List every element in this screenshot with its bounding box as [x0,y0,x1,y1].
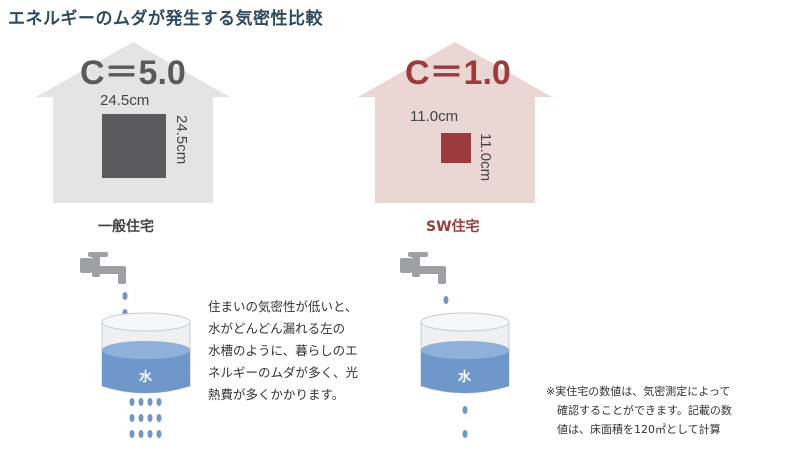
water-tank-sw [420,312,510,394]
c-value-general: C＝5.0 [80,54,186,92]
leak-square-sw [441,133,471,163]
leak-drips-sw [462,406,468,438]
description-line: 水がどんどん漏れる左の [208,321,346,336]
footnote: ※実住宅の数値は、気密測定によって 確認することができます。記載の数 値は、床面… [546,382,786,439]
faucet-icon-sw [400,252,446,284]
faucet-icon-general [80,252,126,284]
leak-drips-general [129,398,162,438]
house-sw [358,42,552,203]
width-dimension-general: 24.5cm [100,92,150,109]
footnote-line: 確認することができます。記載の数 [546,404,732,417]
description-line: 熱費が多くかかります。 [208,387,345,402]
water-label-sw: 水 [458,370,472,385]
footnote-line: 値は、床面積を120㎡として計算 [546,423,721,436]
house-label-general: 一般住宅 [98,219,154,235]
water-label-general: 水 [139,370,153,385]
c-value-sw: C＝1.0 [405,54,511,92]
footnote-line: ※実住宅の数値は、気密測定によって [546,385,731,398]
house-label-sw: SW住宅 [426,219,480,235]
description-text: 住まいの気密性が低いと、 水がどんどん漏れる左の 水槽のように、暮らしのエ ネル… [208,296,408,406]
diagram-title: エネルギーのムダが発生する気密性比較 [8,9,323,29]
leak-square-general [102,114,166,178]
height-dimension-general: 24.5cm [173,115,190,165]
description-line: 住まいの気密性が低いと、 [208,299,358,314]
description-line: ネルギーのムダが多く、光 [208,365,359,380]
water-tank-general [101,312,191,394]
description-line: 水槽のように、暮らしのエ [208,343,358,358]
width-dimension-sw: 11.0cm [410,108,459,125]
height-dimension-sw: 11.0cm [477,133,494,182]
